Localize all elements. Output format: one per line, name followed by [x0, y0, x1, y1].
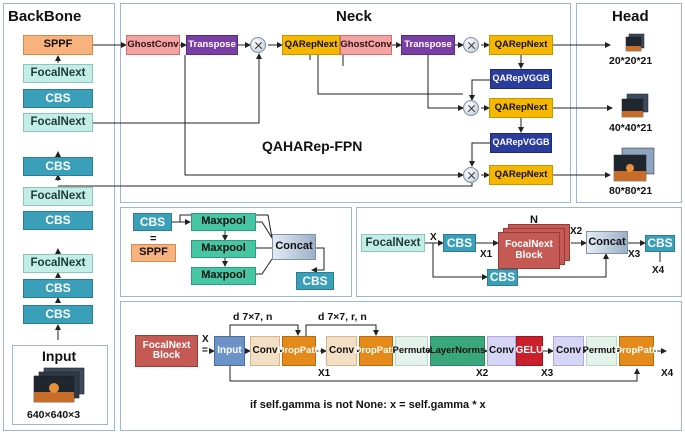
neck-qarepvggb-2[interactable]: QARepVGGB	[490, 133, 552, 153]
block-droppath-1[interactable]: DropPath	[278, 336, 320, 366]
backbone-focalnext-4[interactable]: FocalNext	[23, 254, 93, 273]
input-title: Input	[42, 348, 77, 364]
multiply-icon	[463, 100, 479, 116]
sppf-maxpool-1[interactable]: Maxpool	[191, 213, 256, 231]
block-panel-label[interactable]: FocalNext Block	[135, 335, 198, 367]
block-kernel-1: d 7×7, n	[233, 311, 273, 323]
focalnext-n: N	[530, 214, 538, 226]
sppf-equals: =	[150, 233, 157, 245]
sppf-maxpool-3[interactable]: Maxpool	[191, 267, 256, 285]
backbone-cbs-3[interactable]: CBS	[23, 211, 93, 230]
sppf-concat[interactable]: Concat	[272, 234, 316, 260]
backbone-cbs-2[interactable]: CBS	[23, 157, 93, 176]
input-size: 640×640×3	[27, 409, 81, 421]
block-gelu[interactable]: GELU	[516, 336, 543, 366]
focalnext-x: X	[430, 232, 437, 243]
focalnext-block[interactable]: FocalNext Block	[498, 232, 560, 269]
focalnext-x1: X1	[480, 249, 493, 260]
neck-title: Neck	[336, 8, 372, 25]
multiply-icon	[250, 37, 266, 53]
block-conv-4[interactable]: Conv	[553, 336, 584, 366]
block-permute-1[interactable]: Permute	[393, 336, 431, 366]
block-x: X	[202, 334, 209, 345]
neck-transpose-1[interactable]: Transpose	[186, 35, 238, 55]
image-stack-icon	[625, 33, 645, 52]
block-x4: X4	[661, 368, 674, 379]
sppf-panel-cbs-in[interactable]: CBS	[133, 213, 172, 231]
image-stack-icon	[33, 367, 85, 403]
focalnext-x4: X4	[652, 265, 665, 276]
focalnext-x3: X3	[628, 249, 641, 260]
block-x2: X2	[476, 368, 489, 379]
fpn-label: QAHARep-FPN	[262, 138, 363, 154]
backbone-cbs-4[interactable]: CBS	[23, 279, 93, 298]
focalnext-cbs-1[interactable]: CBS	[443, 234, 476, 252]
block-droppath-3[interactable]: DropPath	[615, 336, 658, 366]
neck-qarepvggb-1[interactable]: QARepVGGB	[490, 69, 552, 89]
block-droppath-2[interactable]: DropPath	[355, 336, 397, 366]
backbone-focalnext-1[interactable]: FocalNext	[23, 64, 93, 83]
sppf-maxpool-2[interactable]: Maxpool	[191, 240, 256, 258]
block-input[interactable]: Input	[214, 336, 245, 366]
neck-transpose-2[interactable]: Transpose	[401, 35, 455, 55]
neck-ghostconv-1[interactable]: GhostConv	[126, 35, 180, 55]
backbone-cbs-5[interactable]: CBS	[23, 305, 93, 324]
backbone-focalnext-3[interactable]: FocalNext	[23, 187, 93, 206]
focalnext-concat[interactable]: Concat	[586, 231, 628, 254]
backbone-title: BackBone	[8, 8, 82, 25]
block-conv-1[interactable]: Conv	[250, 336, 280, 366]
block-conv-3[interactable]: Conv	[487, 336, 516, 366]
image-stack-icon	[613, 147, 655, 182]
head-output-1: 20*20*21	[609, 55, 653, 67]
block-kernel-2: d 7×7, r, n	[318, 311, 367, 323]
sppf-panel-sppf[interactable]: SPPF	[131, 244, 176, 262]
focalnext-x2: X2	[570, 226, 583, 237]
neck-qarepnext-1[interactable]: QARepNext	[282, 35, 340, 55]
block-note: if self.gamma is not None: x = self.gamm…	[250, 399, 486, 411]
block-conv-2[interactable]: Conv	[326, 336, 357, 366]
image-stack-icon	[621, 93, 649, 118]
block-x1: X1	[318, 368, 331, 379]
neck-qarepnext-mid[interactable]: QARepNext	[489, 98, 553, 118]
neck-ghostconv-2[interactable]: GhostConv	[340, 35, 392, 55]
block-x3: X3	[541, 368, 554, 379]
backbone-sppf[interactable]: SPPF	[23, 35, 93, 55]
multiply-icon	[463, 37, 479, 53]
focalnext-panel-label[interactable]: FocalNext	[361, 234, 425, 252]
block-permute-2[interactable]: Permute	[583, 336, 621, 366]
head-output-2: 40*40*21	[609, 122, 653, 134]
backbone-focalnext-2[interactable]: FocalNext	[23, 113, 93, 132]
backbone-cbs-1[interactable]: CBS	[23, 89, 93, 108]
multiply-icon	[463, 167, 479, 183]
block-equals: =	[202, 345, 208, 356]
block-layernorms[interactable]: LayerNorms	[430, 336, 485, 366]
neck-qarepnext-top[interactable]: QARepNext	[489, 35, 553, 55]
sppf-panel-cbs-out[interactable]: CBS	[296, 272, 334, 290]
head-title: Head	[612, 8, 649, 25]
focalnext-cbs-2[interactable]: CBS	[645, 235, 675, 252]
focalnext-cbs-skip[interactable]: CBS	[487, 269, 518, 286]
head-output-3: 80*80*21	[609, 185, 653, 197]
neck-qarepnext-bottom[interactable]: QARepNext	[489, 165, 553, 185]
block-panel	[120, 301, 682, 431]
